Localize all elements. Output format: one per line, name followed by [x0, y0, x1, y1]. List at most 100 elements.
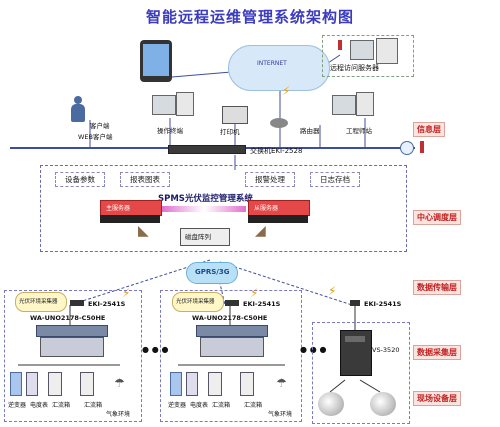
cell-alarm-handling[interactable]: 报警处理 — [245, 172, 295, 187]
left-field-label-0: 逆变器 — [8, 402, 27, 409]
bubble-mid: 光伏环境采集器 — [172, 292, 224, 312]
bubble-mid-label: 光伏环境采集器 — [176, 299, 215, 305]
lightning-icon: ⚡ — [282, 84, 291, 98]
mid-field-label-2: 汇流箱 — [212, 402, 231, 409]
combiner1-mid-icon — [208, 372, 222, 396]
transfer-layer-label: 数据传输层 — [413, 280, 461, 295]
gprs-cloud-icon: GPRS/3G — [186, 262, 238, 284]
dots-left: ● ● ● — [142, 345, 169, 354]
user-body-icon — [71, 104, 85, 122]
info-layer-label: 信息层 — [413, 122, 445, 137]
combiner2-left-icon — [80, 372, 94, 396]
eki-right-label: EKI-2541S — [364, 300, 402, 308]
lightning-right-icon: ⚡ — [328, 284, 337, 298]
lightning-mid-icon: ⚡ — [250, 286, 259, 300]
left-env-label: 气象环境 — [106, 411, 131, 418]
page-title: 智能远程运维管理系统架构图 — [145, 8, 354, 26]
vs-label: VS-3520 — [372, 346, 400, 354]
web-client-label: WEB客户端 — [78, 133, 113, 141]
dots-mid: ● ● ● — [300, 345, 327, 354]
internet-label: INTERNET — [257, 60, 287, 67]
wa-left-rack — [40, 337, 104, 357]
lightning-left-icon: ⚡ — [122, 286, 131, 300]
backup-server-body — [248, 215, 308, 223]
mid-site-group — [160, 290, 302, 422]
op-tower-icon — [176, 92, 194, 116]
eki-mid-label: EKI-2541S — [243, 300, 281, 308]
meter-mid-icon — [186, 372, 198, 396]
firewall-right-icon — [420, 141, 424, 153]
disk-array-label: 磁盘阵列 — [185, 233, 211, 241]
main-server-body — [100, 215, 160, 223]
op-terminal-label: 操作终端 — [157, 127, 183, 135]
main-server-unit: 主服务器 — [100, 200, 162, 216]
router-icon — [270, 118, 288, 128]
spms-system-title: SPMS光伏监控管理系统 — [158, 194, 253, 204]
wa-mid-label: WA-UNO2178-C50HE — [192, 314, 268, 322]
engineer-label: 工程师站 — [346, 127, 372, 135]
backup-server-label: 从服务器 — [254, 205, 279, 212]
client-label: 客户端 — [90, 122, 110, 130]
down-arrow-right-icon: ◢ — [255, 223, 266, 239]
right-site-group — [312, 322, 410, 424]
mid-field-label-1: 电度表 — [190, 402, 209, 409]
wa-left-label: WA-UNO2178-C50HE — [30, 314, 106, 322]
printer-icon — [222, 106, 248, 124]
internet-cloud-icon: INTERNET — [228, 45, 330, 91]
eki-left-label: EKI-2541S — [88, 300, 126, 308]
switch-label: 交换机EKI-2528 — [250, 147, 303, 155]
printer-label: 打印机 — [220, 128, 240, 136]
eki-right-icon — [350, 300, 360, 306]
wa-left-device — [36, 325, 108, 337]
cell-report-charts[interactable]: 报表图表 — [120, 172, 170, 187]
left-field-label-1: 电度表 — [30, 402, 49, 409]
server-tower-icon — [376, 38, 398, 64]
wa-mid-device — [196, 325, 268, 337]
combiner1-left-icon — [48, 372, 62, 396]
inverter-mid-icon — [170, 372, 182, 396]
firewall-icon — [338, 40, 342, 50]
network-hub-icon — [400, 141, 414, 155]
camera-right-icon — [370, 392, 396, 416]
vs-device-icon — [340, 330, 372, 376]
weather-left-icon: ☂ — [114, 376, 125, 390]
sync-arrow-icon — [162, 206, 246, 212]
center-dispatch-panel — [40, 165, 407, 252]
op-monitor-icon — [152, 95, 176, 115]
collect-layer-label: 数据采集层 — [413, 345, 461, 360]
inverter-left-icon — [10, 372, 22, 396]
bubble-left: 光伏环境采集器 — [15, 292, 67, 312]
user-icon — [74, 96, 82, 104]
switch-icon — [168, 145, 246, 154]
disk-array-unit: 磁盘阵列 — [180, 228, 230, 246]
left-site-group — [4, 290, 142, 422]
tablet-icon — [140, 40, 172, 82]
mid-field-label-0: 逆变器 — [168, 402, 187, 409]
server-monitor-icon — [350, 40, 374, 60]
left-field-label-3: 汇流箱 — [84, 402, 103, 409]
mid-field-label-3: 汇流箱 — [244, 402, 263, 409]
wa-mid-rack — [200, 337, 264, 357]
backup-server-unit: 从服务器 — [248, 200, 310, 216]
main-server-label: 主服务器 — [106, 205, 131, 212]
eng-tower-icon — [356, 92, 374, 116]
remote-server-label: 远程访问服务器 — [330, 64, 379, 72]
down-arrow-left-icon: ◣ — [138, 223, 149, 239]
eki-mid-icon — [225, 300, 239, 306]
bubble-left-label: 光伏环境采集器 — [19, 299, 58, 305]
eki-left-icon — [70, 300, 84, 306]
mid-env-label: 气象环境 — [268, 411, 293, 418]
combiner2-mid-icon — [240, 372, 254, 396]
camera-left-icon — [318, 392, 344, 416]
router-label: 路由器 — [300, 127, 320, 135]
weather-mid-icon: ☂ — [276, 376, 287, 390]
eng-monitor-icon — [332, 95, 356, 115]
center-layer-label: 中心调度层 — [413, 210, 461, 225]
gprs-label: GPRS/3G — [195, 268, 230, 276]
cell-log-archive[interactable]: 日志存档 — [310, 172, 360, 187]
remote-server-group — [322, 35, 414, 77]
field-layer-label: 现场设备层 — [413, 391, 461, 406]
cell-device-params[interactable]: 设备参数 — [55, 172, 105, 187]
meter-left-icon — [26, 372, 38, 396]
left-field-label-2: 汇流箱 — [52, 402, 71, 409]
